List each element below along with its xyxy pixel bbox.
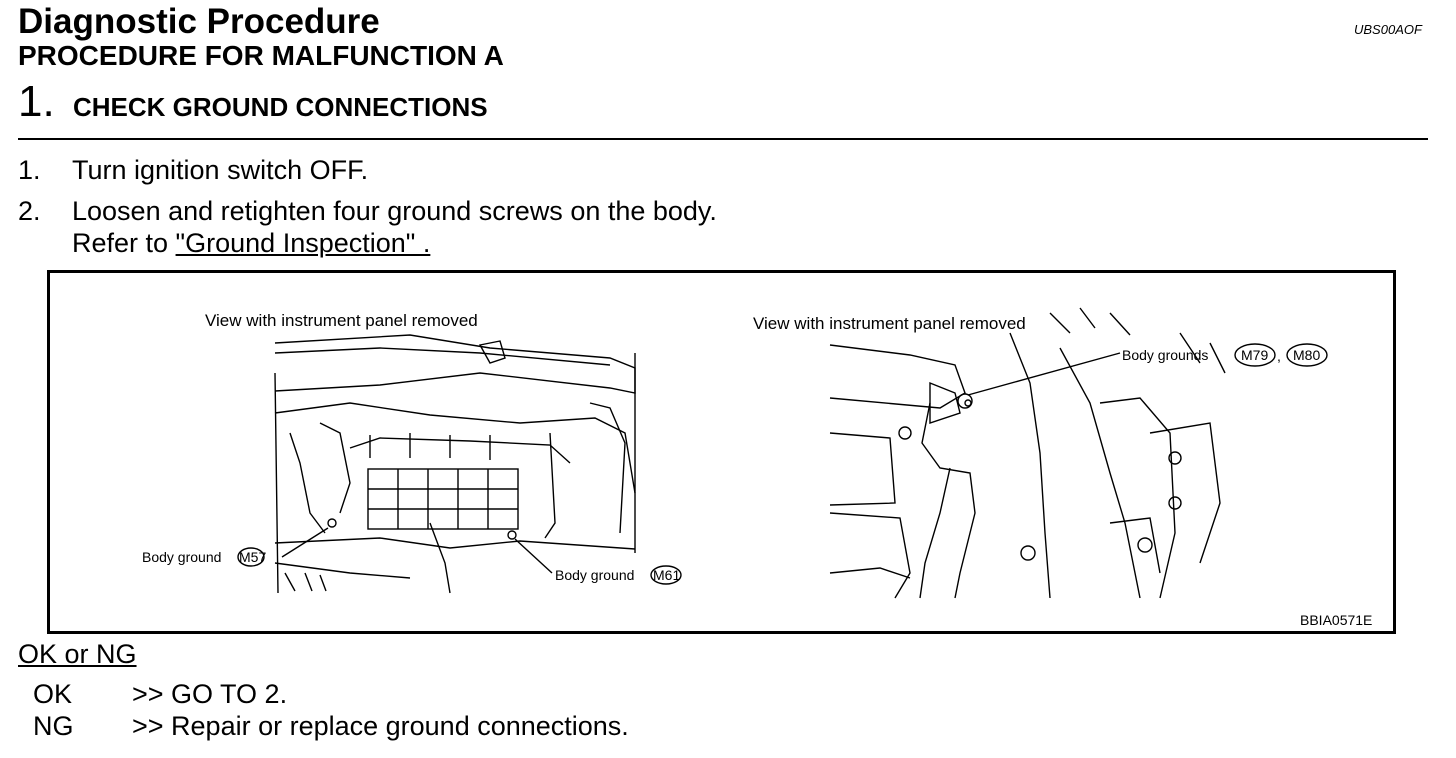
right-figure-caption: View with instrument panel removed xyxy=(753,314,1026,333)
connector-m80: M80 xyxy=(1293,347,1320,363)
body-ground-label-2: Body ground xyxy=(555,567,634,583)
result-ng-key: NG xyxy=(33,711,74,741)
ground-inspection-link[interactable]: "Ground Inspection" . xyxy=(175,228,431,258)
left-figure-caption: View with instrument panel removed xyxy=(205,311,478,330)
step-number: 1. xyxy=(18,77,55,126)
result-heading: OK or NG xyxy=(18,639,137,669)
figure-illustration: View with instrument panel removed Body … xyxy=(142,307,1372,628)
instruction-2-number: 2. xyxy=(18,196,41,226)
instruction-1-text: Turn ignition switch OFF. xyxy=(72,155,369,185)
page-title: Diagnostic Procedure xyxy=(18,2,380,41)
connector-m57: M57 xyxy=(239,549,266,565)
result-ng-action: >> Repair or replace ground connections. xyxy=(132,711,629,741)
result-ok-action: >> GO TO 2. xyxy=(132,679,288,709)
instruction-2-text: Loosen and retighten four ground screws … xyxy=(72,196,717,226)
left-panel-drawing xyxy=(237,334,682,594)
result-ok-key: OK xyxy=(33,679,73,709)
right-panel-drawing xyxy=(829,307,1328,599)
page-subtitle: PROCEDURE FOR MALFUNCTION A xyxy=(18,40,504,71)
step-title: CHECK GROUND CONNECTIONS xyxy=(73,92,488,122)
connector-m79: M79 xyxy=(1241,347,1268,363)
document-code: UBS00AOF xyxy=(1354,22,1422,37)
ground-location-figure: View with instrument panel removed Body … xyxy=(47,270,1396,634)
body-ground-label-1: Body ground xyxy=(142,549,221,565)
connector-separator: , xyxy=(1277,348,1281,364)
connector-m61: M61 xyxy=(653,567,680,583)
instruction-1-number: 1. xyxy=(18,155,41,185)
figure-code: BBIA0571E xyxy=(1300,612,1372,628)
body-grounds-label: Body grounds xyxy=(1122,347,1208,363)
section-divider xyxy=(18,138,1428,140)
reference-prefix: Refer to xyxy=(72,228,176,258)
instruction-2-reference: Refer to "Ground Inspection" . xyxy=(72,228,430,258)
